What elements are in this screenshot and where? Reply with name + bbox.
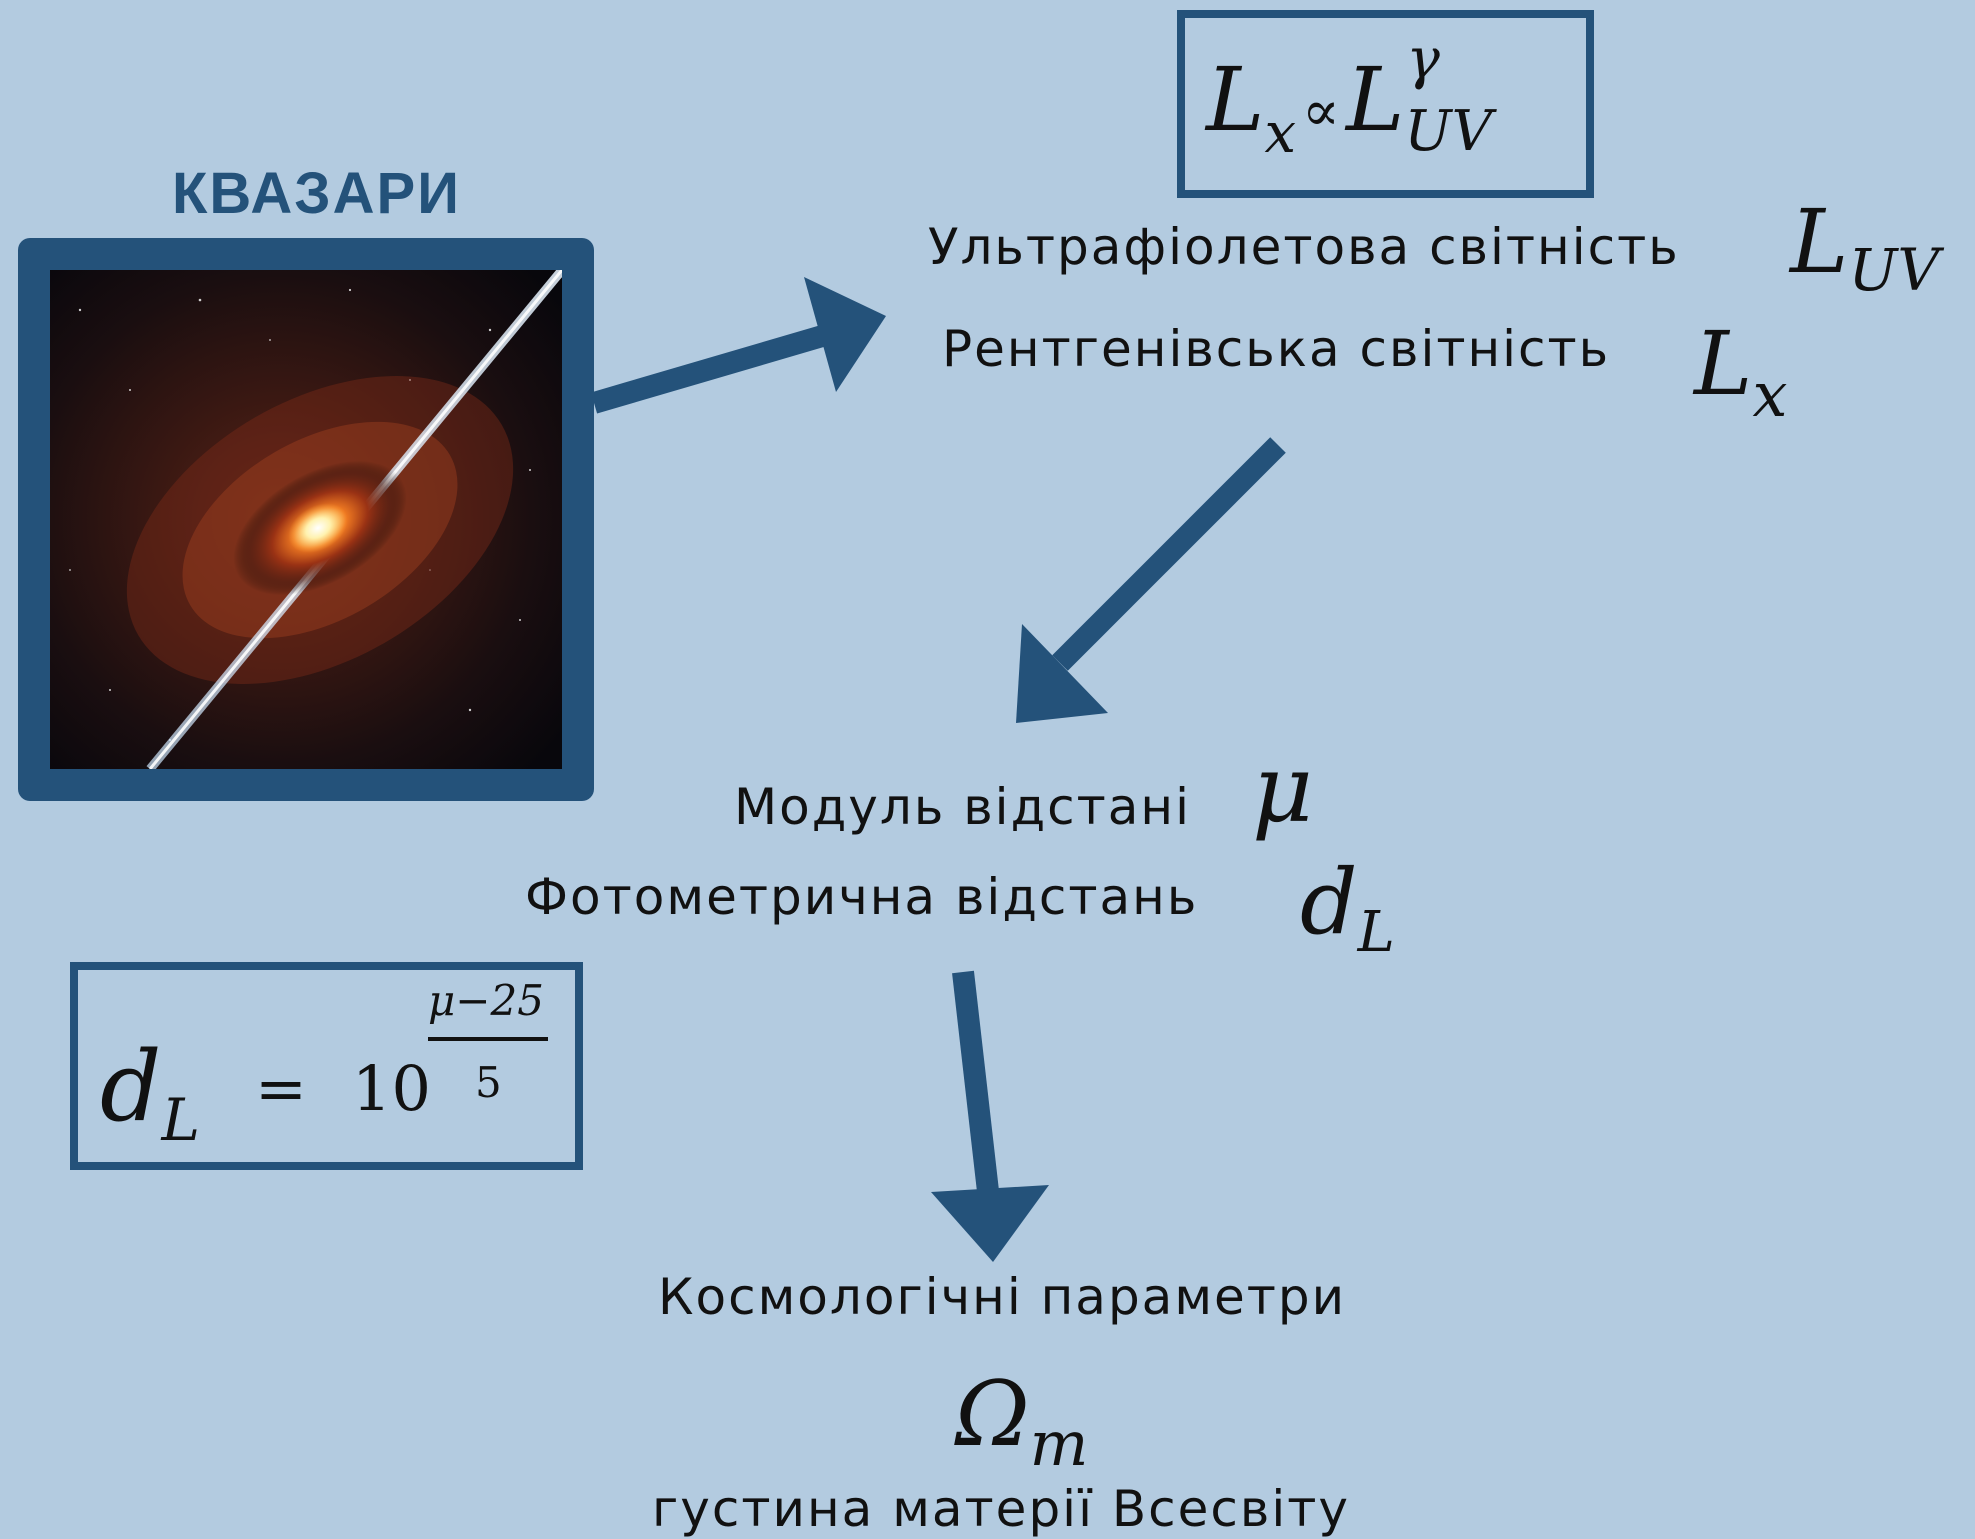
dl-symbol-sub: L [1357, 900, 1395, 965]
quasars-title: КВАЗАРИ [172, 161, 461, 226]
omega-symbol: Ω [955, 1362, 1030, 1467]
relation-proportional-symbol: ∝ [1302, 79, 1340, 144]
dl-lhs-sub: L [161, 1086, 200, 1154]
distance-formula: dL [100, 1032, 200, 1175]
arrow-luminosity-to-distance [1052, 437, 1286, 671]
relation-rhs-sub: UV [1404, 99, 1493, 164]
dl-exponent-denominator: 5 [475, 1058, 502, 1107]
uv-luminosity-label: Ультрафіолетова світність [928, 218, 1680, 276]
omega-m-symbol: Ωm [955, 1362, 1088, 1480]
photometric-distance-label: Фотометрична відстань [525, 868, 1199, 926]
relation-rhs-sup: γ [1406, 27, 1440, 92]
uv-luminosity-symbol: LUV [1790, 190, 1939, 304]
distance-formula-box [70, 962, 583, 1170]
arrowhead-distance [1016, 624, 1108, 723]
quasar-artwork [50, 270, 562, 769]
distance-modulus-label: Модуль відстані [734, 778, 1191, 836]
distance-modulus-symbol: μ [1252, 735, 1314, 844]
xray-luminosity-symbol: Lx [1694, 312, 1787, 431]
xray-symbol-L: L [1694, 312, 1753, 415]
relation-lhs: L [1206, 48, 1265, 151]
arrow-distance-to-cosmology [952, 970, 1000, 1202]
arrowhead-cosmology [931, 1185, 1049, 1262]
luminosity-relation-box [1177, 10, 1594, 198]
dl-exponent-numerator: μ−25 [428, 976, 544, 1025]
cosmological-parameters-label: Космологічні параметри [658, 1268, 1347, 1326]
uv-symbol-L: L [1790, 190, 1849, 293]
xray-symbol-sub: x [1752, 358, 1788, 431]
matter-density-label: густина матерії Всесвіту [652, 1480, 1350, 1538]
dl-base: 10 [352, 1052, 431, 1125]
relation-rhs: L [1345, 48, 1405, 151]
dl-equals-sign: = [255, 1052, 307, 1125]
relation-lhs-sub: x [1264, 101, 1297, 166]
omega-sub: m [1029, 1407, 1089, 1480]
uv-symbol-sub: UV [1848, 236, 1940, 304]
dl-exponent-fraction-bar [428, 1037, 548, 1041]
dl-lhs: d [100, 1031, 162, 1143]
quasar-image-frame [18, 238, 594, 801]
xray-luminosity-label: Рентгенівська світність [942, 320, 1611, 378]
photometric-distance-symbol: dL [1300, 850, 1395, 965]
arrow-quasar-to-luminosity [590, 321, 840, 414]
arrowhead-luminosity [804, 277, 886, 392]
quasar-illustration [50, 270, 562, 769]
dl-symbol-d: d [1300, 850, 1358, 955]
